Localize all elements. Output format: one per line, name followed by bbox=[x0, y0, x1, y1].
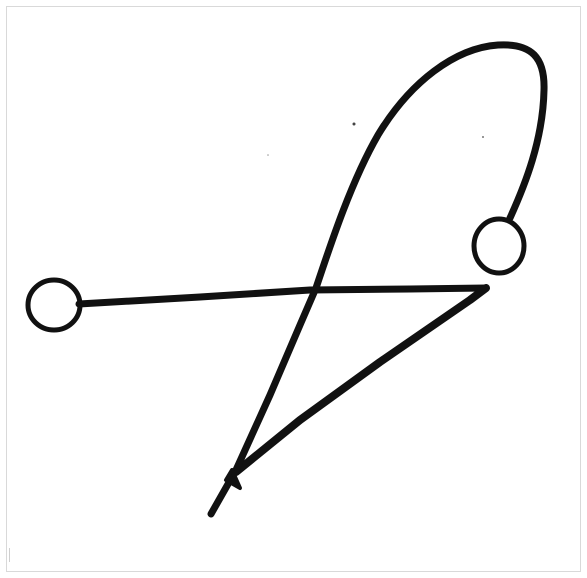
ink-speck bbox=[267, 154, 269, 156]
margin-tick bbox=[9, 548, 10, 562]
right-circle-terminal bbox=[474, 219, 524, 273]
ink-speck bbox=[353, 123, 356, 126]
upward-curve-stroke bbox=[211, 45, 544, 514]
ink-speck bbox=[482, 136, 484, 138]
horizontal-stroke bbox=[79, 288, 486, 304]
left-circle-terminal bbox=[28, 280, 80, 330]
